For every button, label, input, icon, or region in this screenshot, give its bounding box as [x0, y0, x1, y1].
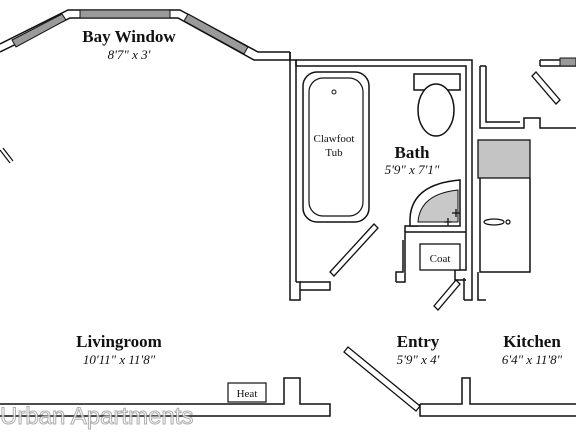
coat-closet — [419, 243, 461, 271]
corner-shower — [409, 179, 461, 227]
livingroom-name: Livingroom — [76, 332, 162, 351]
heat-label: Heat — [237, 388, 258, 400]
tub-label-line2: Tub — [325, 147, 343, 159]
bath-walls — [289, 52, 473, 301]
heat-register — [227, 382, 267, 403]
kitchen-window — [559, 57, 576, 67]
kitchen-dims: 6'4" x 11'8" — [502, 352, 563, 367]
bath-dims: 5'9" x 7'1" — [385, 162, 440, 177]
kitchen-walls — [477, 59, 576, 301]
toilet — [413, 73, 461, 137]
entry-door — [343, 346, 421, 412]
bay-window-glass — [11, 9, 249, 55]
bottom-walls — [0, 377, 576, 417]
coat-label: Coat — [430, 253, 451, 265]
coat-door — [433, 279, 461, 311]
kitchen-name: Kitchen — [503, 332, 561, 351]
tub-label-line1: Clawfoot — [314, 133, 355, 145]
bay-window-name: Bay Window — [82, 27, 176, 46]
kitchen-counter — [477, 139, 531, 179]
bath-name: Bath — [395, 143, 431, 162]
kitchen-sink — [483, 218, 511, 226]
watermark-text: Urban Apartments — [0, 403, 193, 430]
bay-window-dims: 8'7" x 3' — [108, 47, 151, 62]
left-window-mark — [0, 147, 14, 164]
entry-dims: 5'9" x 4' — [397, 352, 440, 367]
pantry-door — [531, 71, 561, 105]
livingroom-dims: 10'11" x 11'8" — [83, 352, 156, 367]
bath-door — [329, 223, 379, 277]
entry-name: Entry — [397, 332, 440, 351]
clawfoot-tub — [302, 71, 370, 223]
